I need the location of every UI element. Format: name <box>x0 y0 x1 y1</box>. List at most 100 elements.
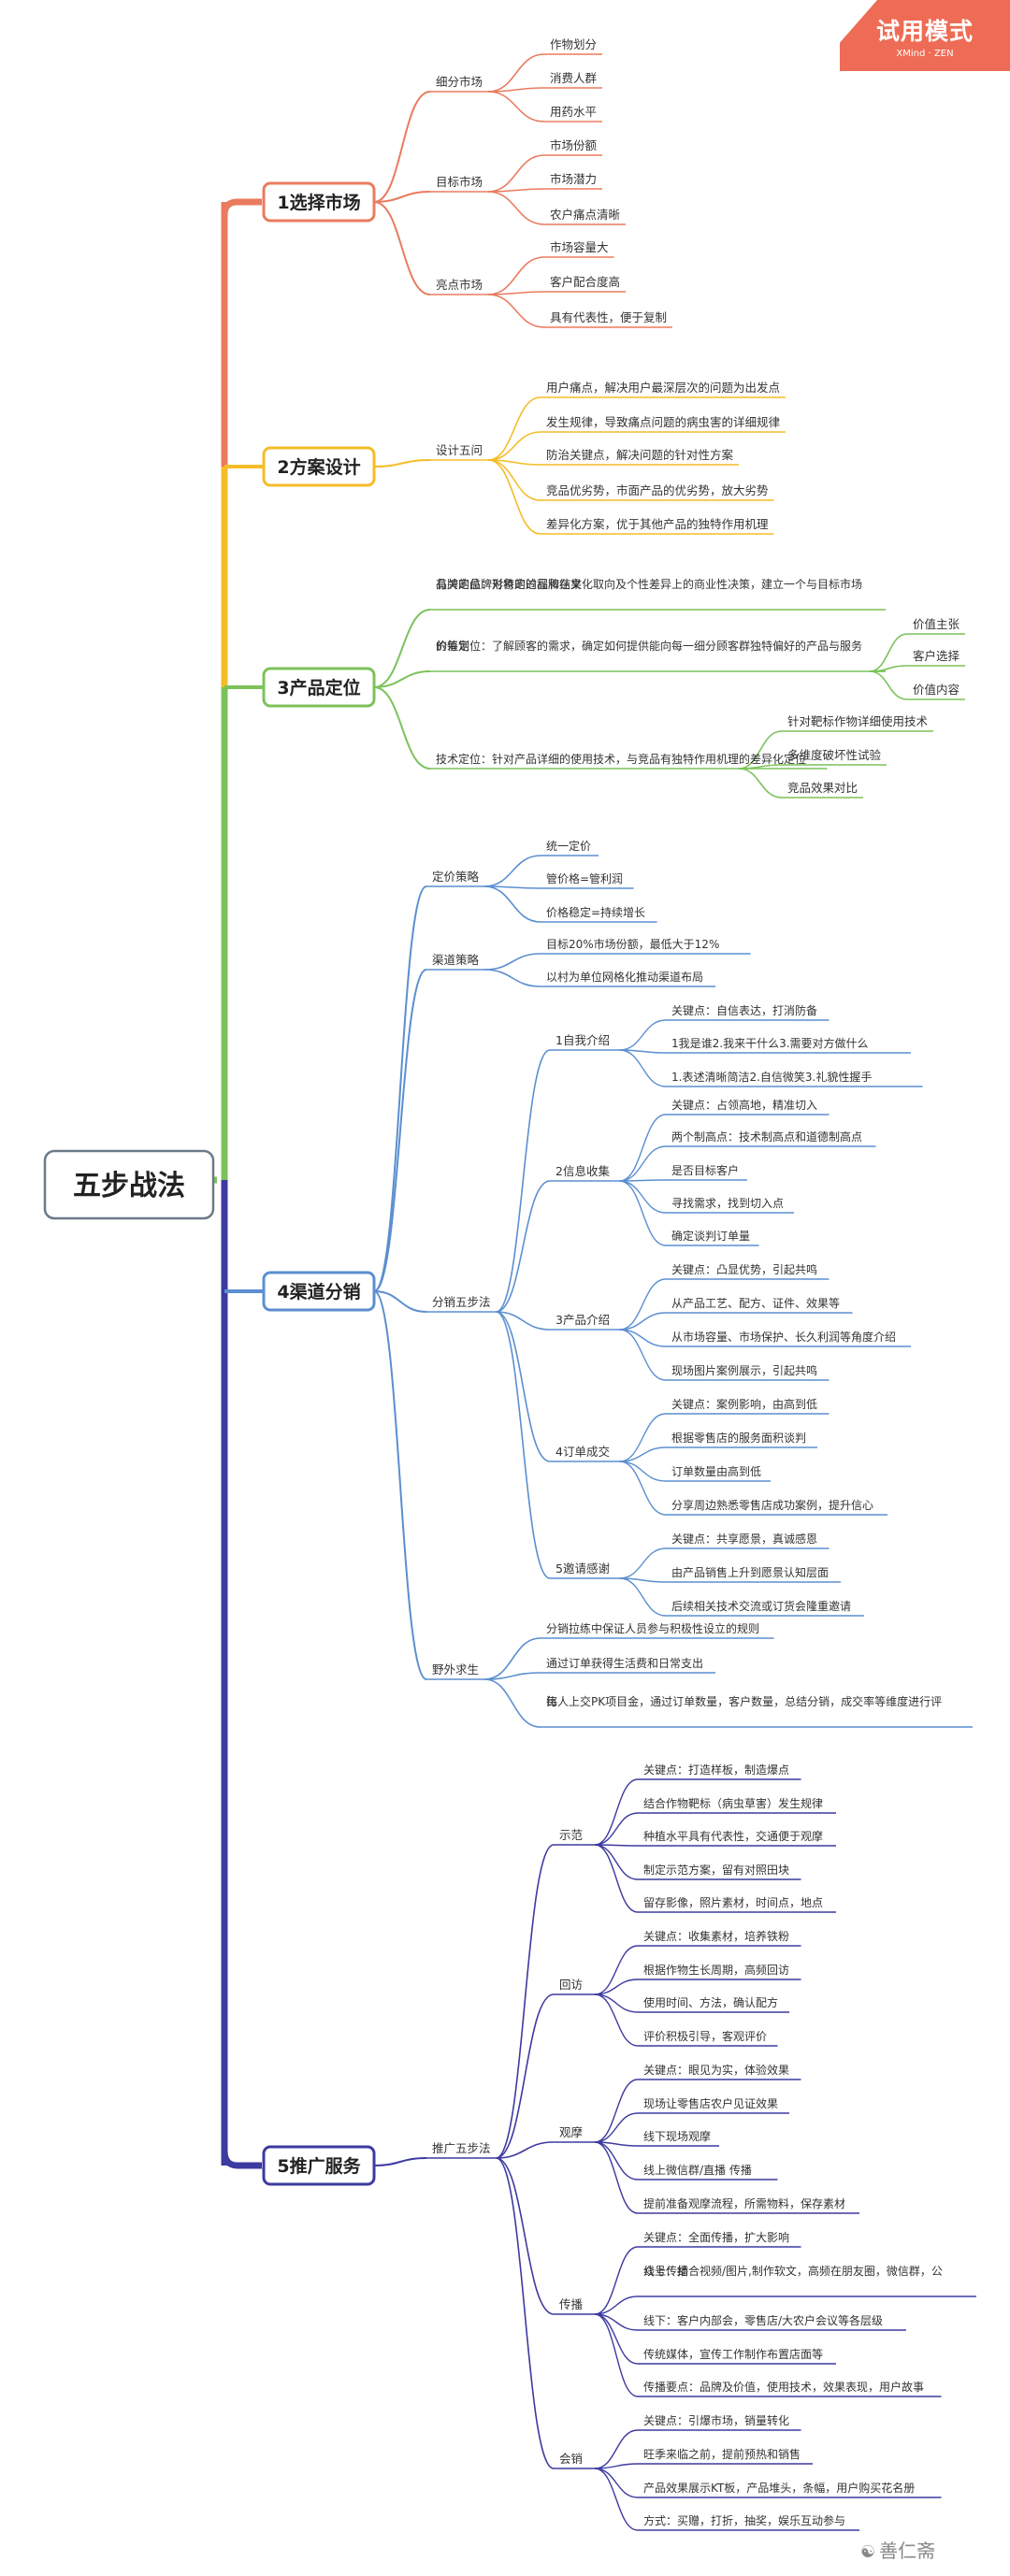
level2-node[interactable]: 客户选择 <box>913 649 960 663</box>
level3-node[interactable]: 关键点：打造样板，制造爆点 <box>643 1763 789 1777</box>
trial-mode-badge[interactable]: 试用模式 XMind · ZEN <box>840 0 1010 71</box>
level3-node[interactable]: 关键点：全面传播，扩大影响 <box>643 2230 789 2244</box>
level3-node[interactable]: 产品效果展示KT板，产品堆头，条幅，用户购买花名册 <box>643 2481 915 2495</box>
level2-node[interactable]: 回访 <box>559 1978 583 1992</box>
level3-node[interactable]: 制定示范方案，留有对照田块 <box>643 1863 789 1877</box>
level2-node[interactable]: 4订单成交 <box>556 1445 610 1459</box>
level2-node[interactable]: 市场份额 <box>550 138 598 152</box>
level3-node[interactable]: 关键点：引爆市场，销量转化 <box>643 2413 789 2427</box>
level2-node[interactable]: 用户痛点，解决用户最深层次的问题为出发点 <box>546 381 780 395</box>
level3-node[interactable]: 关键点：收集素材，培养铁粉 <box>643 1929 789 1943</box>
level2-node[interactable]: 3产品介绍 <box>556 1313 610 1327</box>
level2-node[interactable]: 目标20%市场份额，最低大于12% <box>546 937 719 951</box>
level3-node[interactable]: 由产品销售上升到愿景认知层面 <box>671 1565 829 1579</box>
level3-node[interactable]: 现场图片案例展示，引起共鸣 <box>671 1363 817 1377</box>
level2-node[interactable]: 市场容量大 <box>550 240 609 254</box>
level2-node[interactable]: 价值主张 <box>913 617 960 631</box>
level3-node[interactable]: 线上：结合视频/图片,制作软文，高频在朋友圈，微信群，公众号传播 <box>643 2264 943 2278</box>
level3-node[interactable]: 关键点：占领高地，精准切入 <box>671 1098 817 1112</box>
level2-node[interactable]: 多维度破坏性试验 <box>787 748 882 762</box>
level3-node[interactable]: 使用时间、方法，确认配方 <box>643 1995 778 2009</box>
branch-node[interactable] <box>262 181 376 223</box>
level2-node[interactable]: 通过订单获得生活费和日常支出 <box>546 1656 703 1670</box>
level1-node[interactable]: 设计五问 <box>436 443 483 457</box>
root-node[interactable] <box>43 1149 215 1220</box>
level3-node[interactable]: 线上微信群/直播 传播 <box>643 2163 752 2177</box>
level3-node[interactable]: 是否目标客户 <box>671 1163 739 1177</box>
level2-node[interactable]: 传播 <box>559 2297 584 2311</box>
level1-node[interactable]: 细分市场 <box>436 75 483 89</box>
level2-node[interactable]: 消费人群 <box>550 71 598 85</box>
level3-node[interactable]: 种植水平具有代表性，交通便于观摩 <box>643 1829 823 1843</box>
level3-node[interactable]: 线下现场观摩 <box>643 2129 711 2143</box>
level2-node[interactable]: 农户痛点清晰 <box>550 208 620 222</box>
branch-node[interactable] <box>262 446 376 487</box>
level3-node[interactable]: 关键点：案例影响，由高到低 <box>671 1397 817 1411</box>
level3-node[interactable]: 分享周边熟悉零售店成功案例，提升信心 <box>671 1498 873 1512</box>
level3-node[interactable]: 提前准备观摩流程，所需物料，保存素材 <box>643 2196 845 2210</box>
level2-node[interactable]: 分销拉练中保证人员参与积极性设立的规则 <box>546 1621 759 1635</box>
branch-node[interactable] <box>262 667 376 708</box>
level1-node[interactable]: 技术定位：针对产品详细的使用技术，与竞品有独特作用机理的差异化定位 <box>436 752 806 766</box>
level3-node[interactable]: 留存影像，照片素材，时间点，地点 <box>643 1896 823 1909</box>
level2-node[interactable]: 示范 <box>559 1828 583 1842</box>
level3-node[interactable]: 1.表述清晰简洁2.自信微笑3.礼貌性握手 <box>671 1070 872 1084</box>
level3-node[interactable]: 方式：买赠，打折，抽奖，娱乐互动参与 <box>643 2513 845 2527</box>
level3-node[interactable]: 从市场容量、市场保护、长久利润等角度介绍 <box>671 1330 896 1344</box>
level1-node[interactable]: 分销五步法 <box>432 1295 491 1309</box>
level2-node[interactable]: 价值内容 <box>913 683 960 697</box>
level2-node[interactable]: 观摩 <box>559 2125 584 2139</box>
level2-node[interactable]: 客户配合度高 <box>550 275 620 289</box>
level3-node[interactable]: 后续相关技术交流或订货会隆重邀请 <box>671 1599 851 1613</box>
level2-node[interactable]: 5邀请感谢 <box>556 1561 610 1576</box>
level3-node[interactable]: 关键点：凸显优势，引起共鸣 <box>671 1262 817 1276</box>
level2-node[interactable]: 2信息收集 <box>556 1164 610 1178</box>
level3-node[interactable]: 从产品工艺、配方、证件、效果等 <box>671 1296 840 1310</box>
level3-node[interactable]: 确定谈判订单量 <box>671 1229 750 1243</box>
level2-node[interactable]: 用药水平 <box>550 105 597 119</box>
level2-node[interactable]: 具有代表性，便于复制 <box>550 310 667 324</box>
level1-node[interactable]: 定价策略 <box>432 870 480 884</box>
level3-node[interactable]: 根据作物生长周期，高频回访 <box>643 1963 789 1977</box>
level2-node[interactable]: 统一定价 <box>546 839 591 853</box>
level1-node[interactable]: 渠道策略 <box>432 953 480 967</box>
level3-node[interactable]: 线下：客户内部会，零售店/大农户会议等各层级 <box>643 2313 883 2327</box>
level3-node[interactable]: 现场让零售店农户见证效果 <box>643 2096 778 2110</box>
level1-node[interactable]: 价值定位：了解顾客的需求，确定如何提供能向每一细分顾客群独特偏好的产品与服务的筹… <box>436 639 862 653</box>
level2-node[interactable]: 防治关键点，解决问题的针对性方案 <box>546 448 734 462</box>
level3-node[interactable]: 两个制高点：技术制高点和道德制高点 <box>671 1130 862 1144</box>
level3-node[interactable]: 根据零售店的服务面积谈判 <box>671 1431 806 1445</box>
level3-node[interactable]: 寻找需求，找到切入点 <box>671 1197 784 1210</box>
level2-node[interactable]: 发生规律，导致痛点问题的病虫害的详细规律 <box>546 415 780 429</box>
level3-node[interactable]: 评价积极引导，客观评价 <box>643 2029 767 2043</box>
level2-node[interactable]: 每人上交PK项目金，通过订单数量，客户数量，总结分销，成交率等维度进行评比 <box>546 1694 942 1708</box>
level2-node[interactable]: 市场潜力 <box>550 172 597 186</box>
level2-node[interactable]: 作物划分 <box>550 37 597 51</box>
level2-node[interactable]: 针对靶标作物详细使用技术 <box>787 714 929 728</box>
level1-node[interactable]: 亮点市场 <box>436 278 483 292</box>
level2-node[interactable]: 以村为单位网格化推动渠道布局 <box>546 970 703 984</box>
level3-node[interactable]: 传播要点：品牌及价值，使用技术，效果表现，用户故事 <box>643 2380 924 2394</box>
level3-node[interactable]: 关键点：眼见为实，体验效果 <box>643 2063 789 2077</box>
level1-node[interactable]: 推广五步法 <box>432 2141 491 2155</box>
branch-node[interactable] <box>262 1271 376 1312</box>
level1-node[interactable]: 品牌定位：对特定的品牌在文化取向及个性差异上的商业性决策，建立一个与目标市场有关… <box>436 577 862 591</box>
level2-node[interactable]: 差异化方案，优于其他产品的独特作用机理 <box>546 517 769 531</box>
level2-node[interactable]: 竞品效果对比 <box>787 781 858 795</box>
level3-node[interactable]: 关键点：自信表达，打消防备 <box>671 1003 817 1017</box>
level1-node[interactable]: 目标市场 <box>436 175 483 189</box>
level3-node[interactable]: 旺季来临之前，提前预热和销售 <box>643 2447 801 2461</box>
level2-node[interactable]: 1自我介绍 <box>556 1033 610 1047</box>
level3-node[interactable]: 1我是谁2.我来干什么3.需要对方做什么 <box>671 1036 869 1050</box>
level2-node[interactable]: 价格稳定=持续增长 <box>546 905 645 919</box>
branch-node[interactable] <box>262 2145 376 2186</box>
level3-node[interactable]: 结合作物靶标（病虫草害）发生规律 <box>643 1796 823 1810</box>
level2-node[interactable]: 会销 <box>559 2452 583 2466</box>
level1-node[interactable]: 野外求生 <box>432 1662 479 1677</box>
level2-node[interactable]: 竞品优劣势，市面产品的优劣势，放大劣势 <box>546 483 769 497</box>
level3-node[interactable]: 传统媒体，宣传工作制作布置店面等 <box>643 2347 823 2361</box>
level2-node[interactable]: 管价格=管利润 <box>546 871 623 885</box>
connector <box>738 768 783 799</box>
level3-node[interactable]: 订单数量由高到低 <box>671 1464 761 1478</box>
level3-node[interactable]: 关键点：共享愿景，真诚感恩 <box>671 1532 817 1546</box>
